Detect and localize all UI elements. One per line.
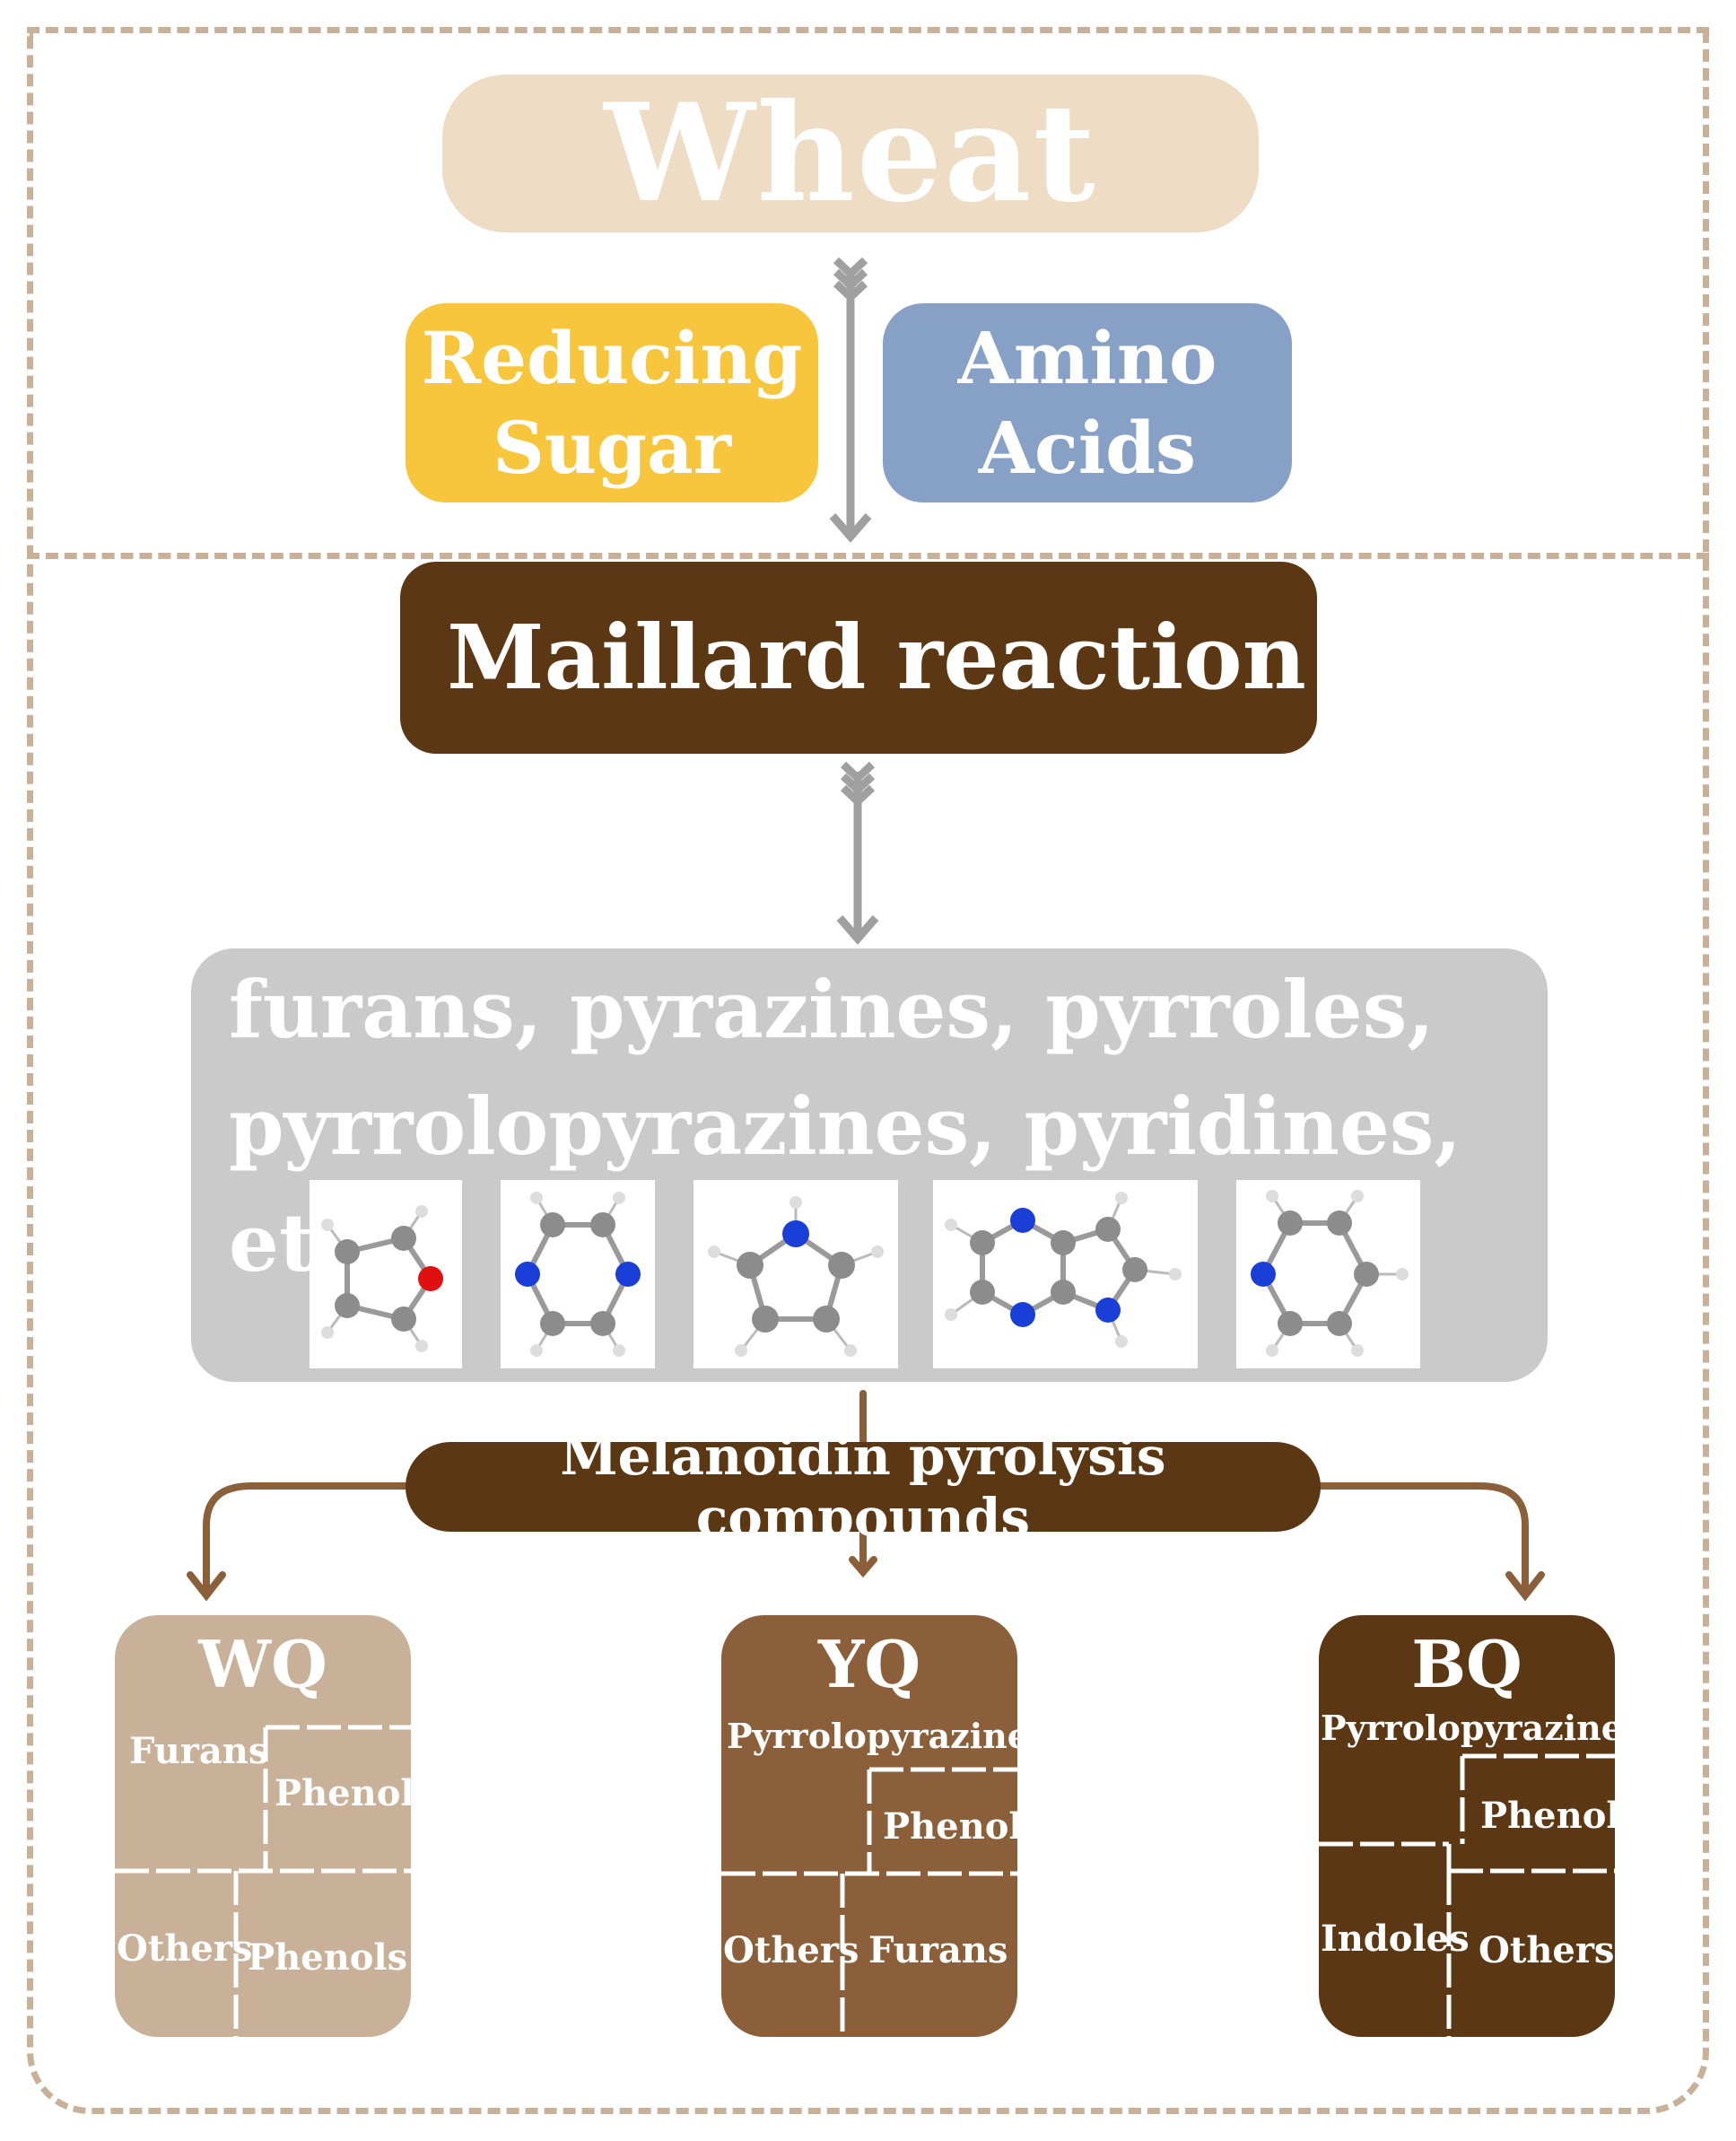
furan-molecule-image bbox=[310, 1180, 462, 1368]
yq-group-box: YQ Pyrrolopyrazines Phenols Others Furan… bbox=[721, 1615, 1017, 2037]
reducing-sugar-line1: Reducing bbox=[421, 316, 803, 400]
pyridine-molecule-image bbox=[1236, 1180, 1420, 1368]
melanoidin-pyrolysis-box: Melanoidin pyrolysis compounds bbox=[406, 1426, 1321, 1548]
yq-label-pyrrolopyrazines: Pyrrolopyrazines bbox=[727, 1716, 1017, 1756]
yq-label-phenols: Phenols bbox=[883, 1805, 1017, 1848]
bq-title: BQ bbox=[1411, 1626, 1522, 1702]
yq-dividers bbox=[721, 1767, 1017, 2037]
pyrrolopyrazine-molecule-image bbox=[933, 1180, 1198, 1368]
bq-label-indoles: Indoles bbox=[1321, 1918, 1470, 1960]
wheat-box: Wheat bbox=[442, 74, 1259, 232]
maillard-reaction-label: Maillard reaction bbox=[447, 606, 1306, 710]
gray-arrow-middle bbox=[836, 761, 879, 945]
bq-dividers bbox=[1319, 1753, 1615, 2037]
bq-label-others: Others bbox=[1479, 1929, 1615, 1971]
wq-label-furans: Furans bbox=[129, 1730, 269, 1772]
section-divider bbox=[27, 553, 1709, 559]
compounds-text: furans, pyrazines, pyrroles, pyrrolopyra… bbox=[229, 951, 1539, 1301]
amino-acids-line2: Acids bbox=[978, 406, 1197, 490]
wq-title: WQ bbox=[198, 1626, 327, 1702]
compounds-line1: furans, pyrazines, pyrroles, bbox=[229, 963, 1435, 1056]
yq-label-furans: Furans bbox=[868, 1929, 1008, 1971]
wq-label-phenols-lower: Phenols bbox=[248, 1936, 408, 1979]
reducing-sugar-box: Reducing Sugar bbox=[406, 303, 818, 502]
yq-title: YQ bbox=[817, 1626, 921, 1702]
reducing-sugar-line2: Sugar bbox=[493, 406, 731, 490]
pyrazine-molecule-image bbox=[501, 1180, 655, 1368]
compounds-line2: pyrrolopyrazines, pyridines, etc. bbox=[229, 1079, 1462, 1289]
brown-connectors bbox=[187, 1390, 1545, 1602]
bq-label-phenols: Phenols bbox=[1480, 1795, 1615, 1837]
wq-label-phenols-upper: Phenols bbox=[275, 1772, 411, 1814]
bq-group-box: BQ Pyrrolopyrazines Phenols Indoles Othe… bbox=[1319, 1615, 1615, 2037]
amino-acids-line1: Amino bbox=[957, 316, 1217, 400]
melanoidin-pyrolysis-label: Melanoidin pyrolysis compounds bbox=[560, 1426, 1166, 1548]
amino-acids-box: Amino Acids bbox=[883, 303, 1292, 502]
wq-group-box: WQ Furans Phenols Others Phenols bbox=[115, 1615, 411, 2037]
wheat-label: Wheat bbox=[604, 74, 1097, 232]
bq-label-pyrrolopyrazines: Pyrrolopyrazines bbox=[1321, 1708, 1615, 1748]
maillard-reaction-box: Maillard reaction bbox=[400, 562, 1317, 754]
yq-label-others: Others bbox=[723, 1929, 859, 1971]
gray-arrow-top bbox=[829, 257, 872, 543]
pyrrole-molecule-image bbox=[694, 1180, 898, 1368]
wq-label-others: Others bbox=[117, 1927, 253, 1970]
wq-dividers bbox=[115, 1725, 411, 2037]
outer-frame bbox=[27, 27, 1709, 2114]
